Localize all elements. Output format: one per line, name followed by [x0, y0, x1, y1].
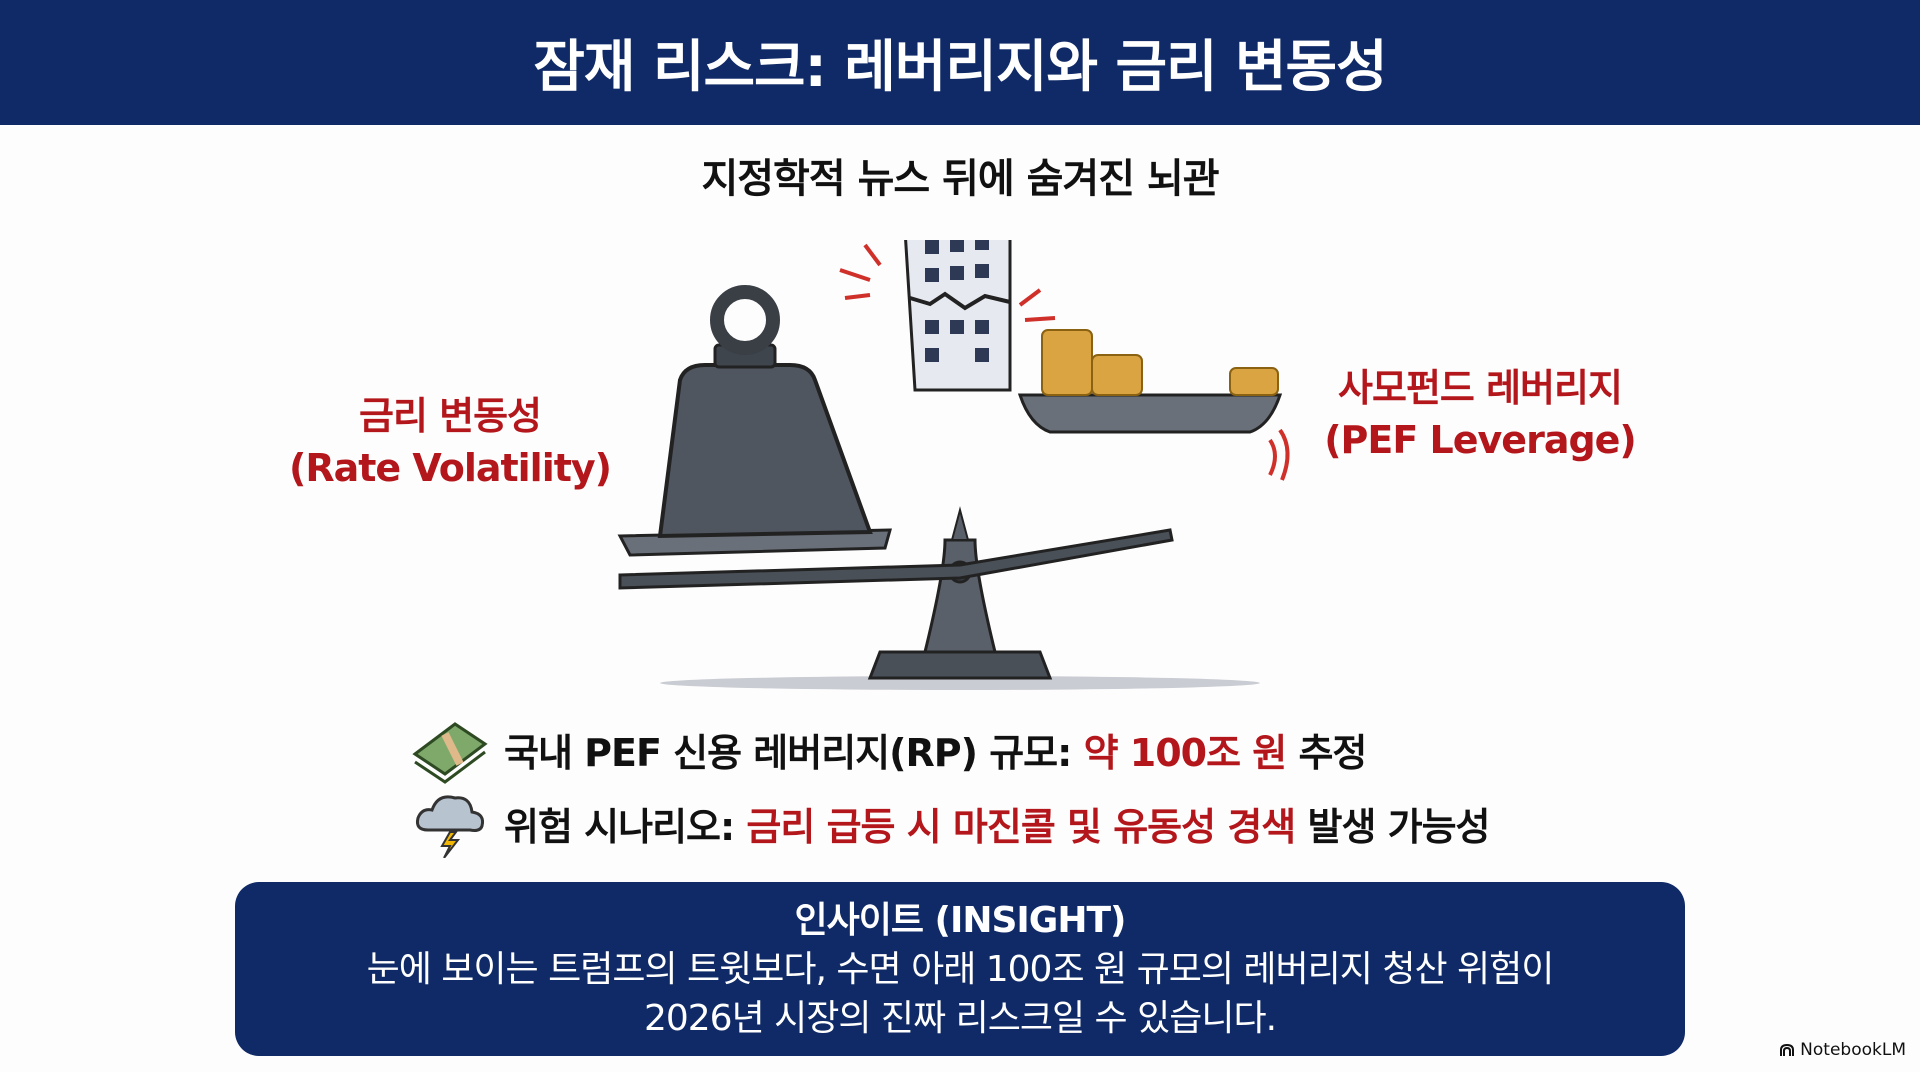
insight-line-2: 2026년 시장의 진짜 리스크일 수 있습니다. [643, 998, 1277, 1039]
scale-post [923, 538, 997, 654]
money-stack-icon [412, 722, 488, 784]
bullet-leverage-size: 국내 PEF 신용 레버리지(RP) 규모: 약 100조 원 추정 [410, 714, 1367, 784]
rate-volatility-korean: 금리 변동성 [358, 394, 542, 438]
rate-volatility-english: (Rate Volatility) [288, 446, 612, 490]
watermark-text: NotebookLM [1800, 1040, 1906, 1060]
insight-title: 인사이트 (INSIGHT) [794, 900, 1127, 941]
storm-cloud-icon [416, 795, 484, 858]
bullet-text: 위험 시나리오: [504, 804, 747, 849]
header-banner: 잠재 리스크: 레버리지와 금리 변동성 [0, 0, 1920, 125]
page-title: 잠재 리스크: 레버리지와 금리 변동성 [533, 35, 1387, 100]
subtitle: 지정학적 뉴스 뒤에 숨겨진 뇌관 [701, 156, 1219, 202]
scale-shadow [660, 676, 1260, 690]
pef-leverage-english: (PEF Leverage) [1324, 418, 1637, 462]
bullet-highlight: 금리 급등 시 마진콜 및 유동성 경색 [746, 804, 1296, 849]
weight-icon [657, 363, 873, 539]
bullet-suffix: 추정 [1286, 730, 1367, 775]
bullet-text: 국내 PEF 신용 레버리지(RP) 규모: [504, 730, 1084, 775]
scale-base [867, 650, 1053, 680]
notebooklm-watermark: NotebookLM [1779, 1040, 1906, 1060]
insight-box: 인사이트 (INSIGHT) 눈에 보이는 트럼프의 트윗보다, 수면 아래 1… [235, 882, 1685, 1056]
pef-leverage-korean: 사모펀드 레버리지 [1338, 366, 1623, 410]
bullet-highlight: 약 100조 원 [1083, 730, 1288, 775]
rate-volatility-label: 금리 변동성 (Rate Volatility) [280, 390, 620, 494]
pef-leverage-label: 사모펀드 레버리지 (PEF Leverage) [1300, 362, 1660, 466]
cracked-building-icon [904, 240, 1012, 392]
scale-beam [618, 528, 1174, 590]
right-pan [1017, 393, 1283, 434]
shake-lines [839, 243, 1290, 481]
notebooklm-logo-icon [1780, 1043, 1795, 1056]
bullet-suffix: 발생 가능성 [1295, 804, 1490, 849]
coin-stacks-icon [1041, 329, 1279, 396]
bullet-risk-scenario: 위험 시나리오: 금리 급등 시 마진콜 및 유동성 경색 발생 가능성 [410, 788, 1491, 858]
balance-scale-illustration [617, 240, 1290, 690]
insight-line-1: 눈에 보이는 트럼프의 트윗보다, 수면 아래 100조 원 규모의 레버리지 … [366, 949, 1555, 990]
